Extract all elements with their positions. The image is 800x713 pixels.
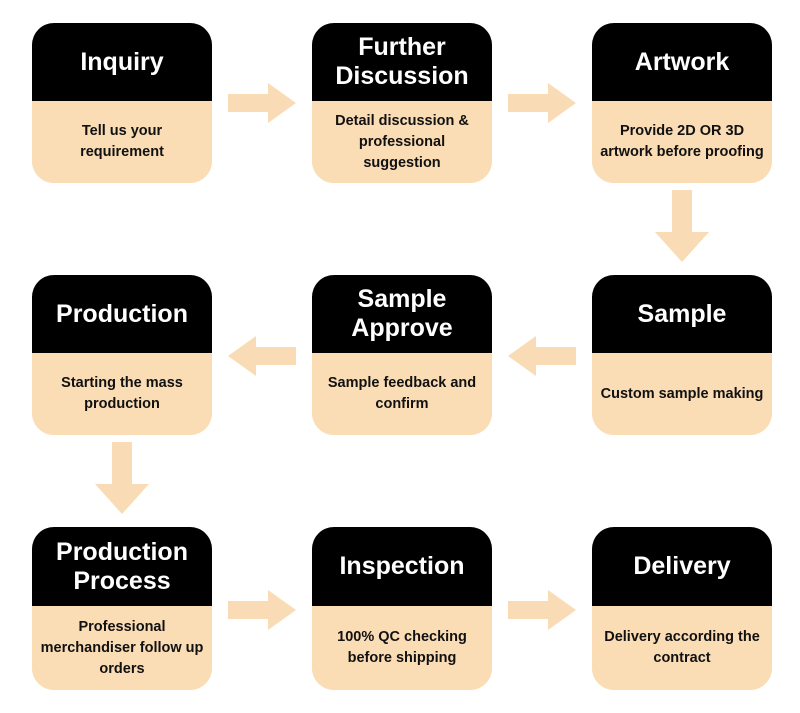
node-description-delivery: Delivery according the contract — [592, 606, 772, 690]
node-description-inspection: 100% QC checking before shipping — [312, 606, 492, 690]
node-title-sample: Sample — [592, 275, 772, 353]
arrow-right-icon-further-discussion-to-artwork — [508, 83, 576, 123]
node-description-production-process: Professional merchandiser follow up orde… — [32, 606, 212, 690]
process-node-further-discussion[interactable]: Further Discussion Detail discussion & p… — [312, 23, 492, 183]
arrow-left-icon-sample-to-sample-approve — [508, 336, 576, 376]
process-node-production-process[interactable]: Production Process Professional merchand… — [32, 527, 212, 690]
node-title-delivery: Delivery — [592, 527, 772, 606]
node-title-further-discussion: Further Discussion — [312, 23, 492, 101]
arrow-right-icon-inquiry-to-further-discussion — [228, 83, 296, 123]
node-title-production: Production — [32, 275, 212, 353]
process-node-inquiry[interactable]: Inquiry Tell us your requirement — [32, 23, 212, 183]
arrow-left-icon-sample-approve-to-production — [228, 336, 296, 376]
arrow-down-icon-artwork-to-sample — [655, 190, 709, 262]
process-node-production[interactable]: Production Starting the mass production — [32, 275, 212, 435]
node-title-artwork: Artwork — [592, 23, 772, 101]
node-title-inquiry: Inquiry — [32, 23, 212, 101]
process-node-sample[interactable]: Sample Custom sample making — [592, 275, 772, 435]
node-title-production-process: Production Process — [32, 527, 212, 606]
arrow-right-icon-inspection-to-delivery — [508, 590, 576, 630]
arrow-down-icon-production-to-production-process — [95, 442, 149, 514]
node-description-production: Starting the mass production — [32, 353, 212, 435]
node-description-further-discussion: Detail discussion & professional suggest… — [312, 101, 492, 183]
arrow-right-icon-production-process-to-inspection — [228, 590, 296, 630]
node-description-artwork: Provide 2D OR 3D artwork before proofing — [592, 101, 772, 183]
node-title-sample-approve: Sample Approve — [312, 275, 492, 353]
process-node-artwork[interactable]: Artwork Provide 2D OR 3D artwork before … — [592, 23, 772, 183]
node-description-sample: Custom sample making — [592, 353, 772, 435]
process-node-inspection[interactable]: Inspection 100% QC checking before shipp… — [312, 527, 492, 690]
process-node-delivery[interactable]: Delivery Delivery according the contract — [592, 527, 772, 690]
node-description-sample-approve: Sample feedback and confirm — [312, 353, 492, 435]
node-title-inspection: Inspection — [312, 527, 492, 606]
process-node-sample-approve[interactable]: Sample Approve Sample feedback and confi… — [312, 275, 492, 435]
node-description-inquiry: Tell us your requirement — [32, 101, 212, 183]
